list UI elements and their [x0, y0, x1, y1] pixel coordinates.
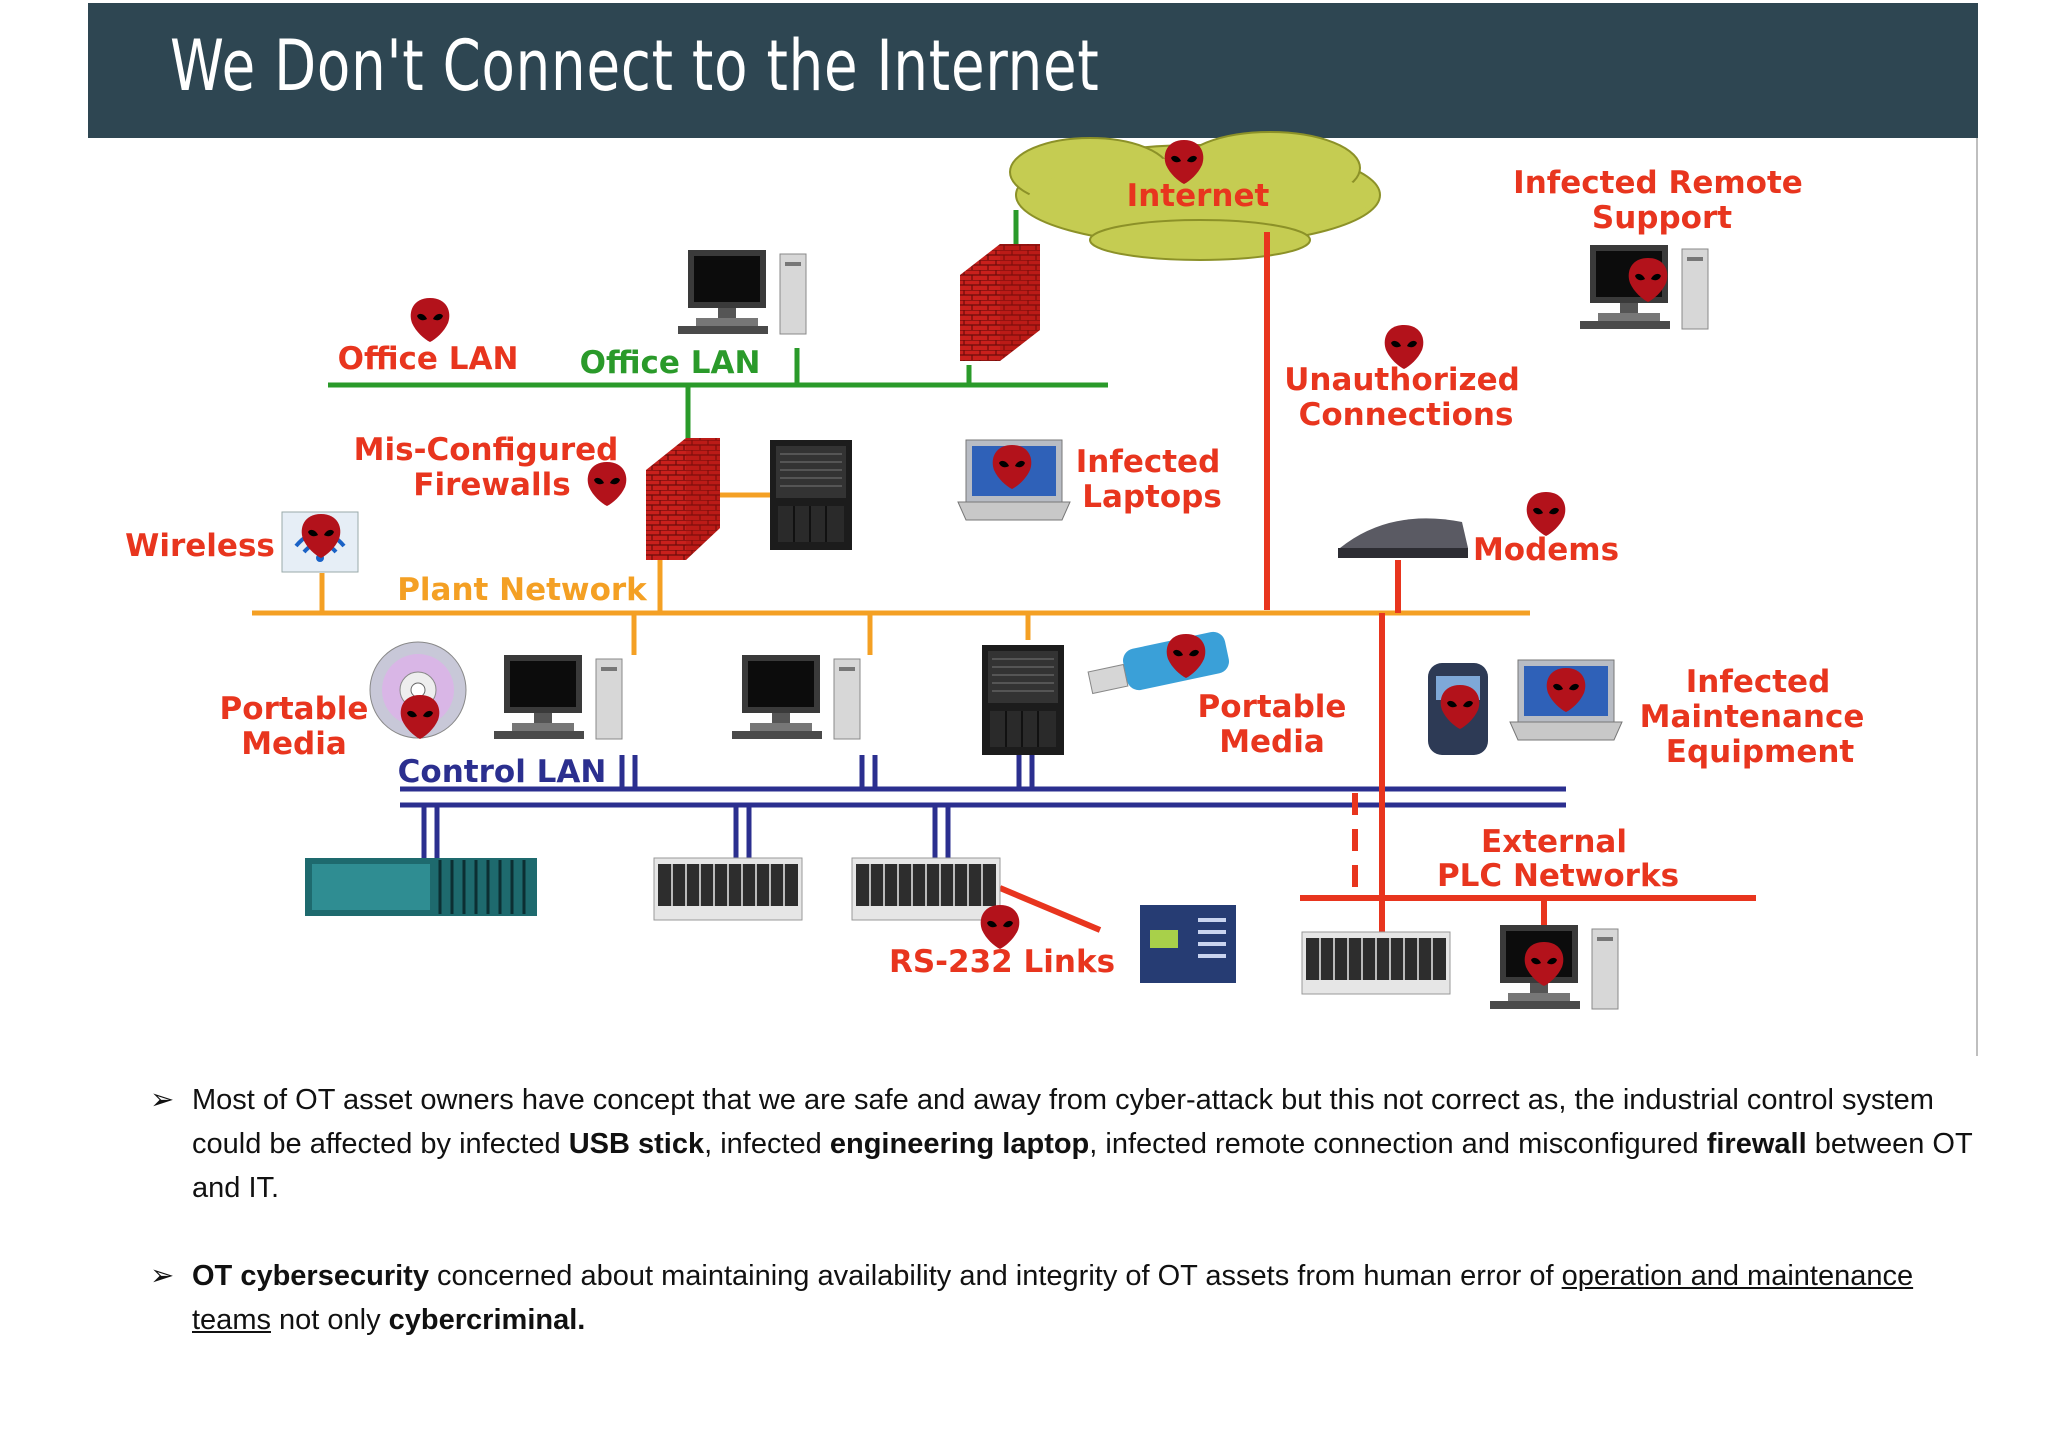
bullet-2: ➢ OT cybersecurity concerned about maint…: [150, 1254, 1980, 1342]
label-misconfigured: Mis-Configured: [354, 432, 619, 468]
usb-stick-icon: [1087, 631, 1229, 695]
office-pc-icon: [677, 249, 807, 335]
modem-threat-icon: [1526, 492, 1566, 536]
plc-rack-2-icon: [653, 857, 803, 921]
bullet-2-text-b: not only: [270, 1304, 389, 1336]
label-infected-maintenance: Infected: [1686, 664, 1831, 700]
plc-rack-1-icon: [305, 858, 537, 916]
bullet-2-bold-ot: OT cybersecurity: [192, 1260, 429, 1292]
office-lan-lines: [328, 210, 1108, 448]
label-remote-support: Infected Remote: [1513, 165, 1803, 201]
control-lan-lines: [400, 755, 1566, 858]
arrow-bullet-icon: ➢: [150, 1084, 175, 1116]
rs232-threat-icon: [980, 905, 1020, 949]
label-rs232: RS-232 Links: [889, 944, 1115, 980]
title-bar: We Don't Connect to the Internet: [88, 3, 1978, 138]
network-diagram: Internet Infected Remote Support Office …: [125, 131, 1865, 1010]
label-remote-support-2: Support: [1592, 200, 1732, 236]
label-internet: Internet: [1127, 178, 1270, 214]
label-office-lan-green: Office LAN: [580, 345, 761, 381]
bullet-1-bold-usb: USB stick: [568, 1128, 705, 1160]
bullet-1-text-a: Most of OT asset owners have concept tha…: [192, 1084, 1934, 1160]
label-infected-maintenance-2: Maintenance: [1640, 699, 1865, 735]
label-plant-network: Plant Network: [397, 572, 648, 608]
bullet-1-text-d: between OT and IT.: [192, 1128, 1973, 1204]
slide-title: We Don't Connect to the Internet: [170, 25, 1100, 107]
office-lan-threat-icon: [410, 298, 450, 342]
label-modems: Modems: [1473, 532, 1619, 568]
label-wireless: Wireless: [125, 528, 275, 564]
label-misconfigured-2: Firewalls: [413, 467, 570, 503]
bullet-1: ➢ Most of OT asset owners have concept t…: [150, 1078, 1980, 1210]
control-pc-1-icon: [493, 654, 623, 740]
firewall-threat-icon: [587, 462, 627, 506]
label-unauthorized-2: Connections: [1299, 397, 1514, 433]
label-infected-maintenance-3: Equipment: [1666, 734, 1855, 770]
label-external-plc-2: PLC Networks: [1437, 858, 1679, 894]
label-portable-media-left-2: Media: [241, 726, 347, 762]
label-control-lan: Control LAN: [398, 754, 607, 790]
plc-rack-3-icon: [851, 857, 1001, 921]
label-portable-media-mid-2: Media: [1219, 724, 1325, 760]
control-server-icon: [981, 644, 1065, 756]
bullet-2-bold-cyber: cybercriminal.: [388, 1304, 586, 1336]
arrow-bullet-icon: ➢: [150, 1260, 175, 1292]
label-infected-laptops-2: Laptops: [1082, 479, 1222, 515]
label-office-lan-red: Office LAN: [338, 341, 519, 377]
cd-icon: [369, 641, 467, 739]
bullet-1-bold-laptop: engineering laptop: [829, 1128, 1090, 1160]
divider: [1976, 138, 1978, 1056]
bullet-2-text-a: concerned about maintaining availability…: [428, 1260, 1562, 1292]
bullet-1-text-b: , infected: [704, 1128, 830, 1160]
label-portable-media-mid: Portable: [1198, 689, 1347, 725]
label-infected-laptops: Infected: [1076, 444, 1221, 480]
internet-cloud: [1009, 131, 1381, 261]
control-pc-2-icon: [731, 654, 861, 740]
label-unauthorized: Unauthorized: [1284, 362, 1520, 398]
firewall-internet: [960, 244, 1040, 361]
modem-icon: [1338, 518, 1468, 558]
firewall-plant: [646, 438, 720, 560]
bullet-2-underlined-teams: operation and maintenance teams: [192, 1260, 1914, 1336]
label-portable-media-left: Portable: [220, 691, 369, 727]
plant-network-lines: [252, 492, 1530, 655]
relay-device-icon: [1140, 905, 1236, 983]
threat-lines: [998, 232, 1756, 960]
label-external-plc: External: [1481, 824, 1627, 860]
external-plc-icon: [1301, 931, 1451, 995]
plant-server-icon: [769, 439, 853, 551]
bullet-1-bold-firewall: firewall: [1706, 1128, 1807, 1160]
bullet-list: ➢ Most of OT asset owners have concept t…: [150, 1078, 1980, 1386]
bullet-1-text-c: , infected remote connection and misconf…: [1089, 1128, 1707, 1160]
